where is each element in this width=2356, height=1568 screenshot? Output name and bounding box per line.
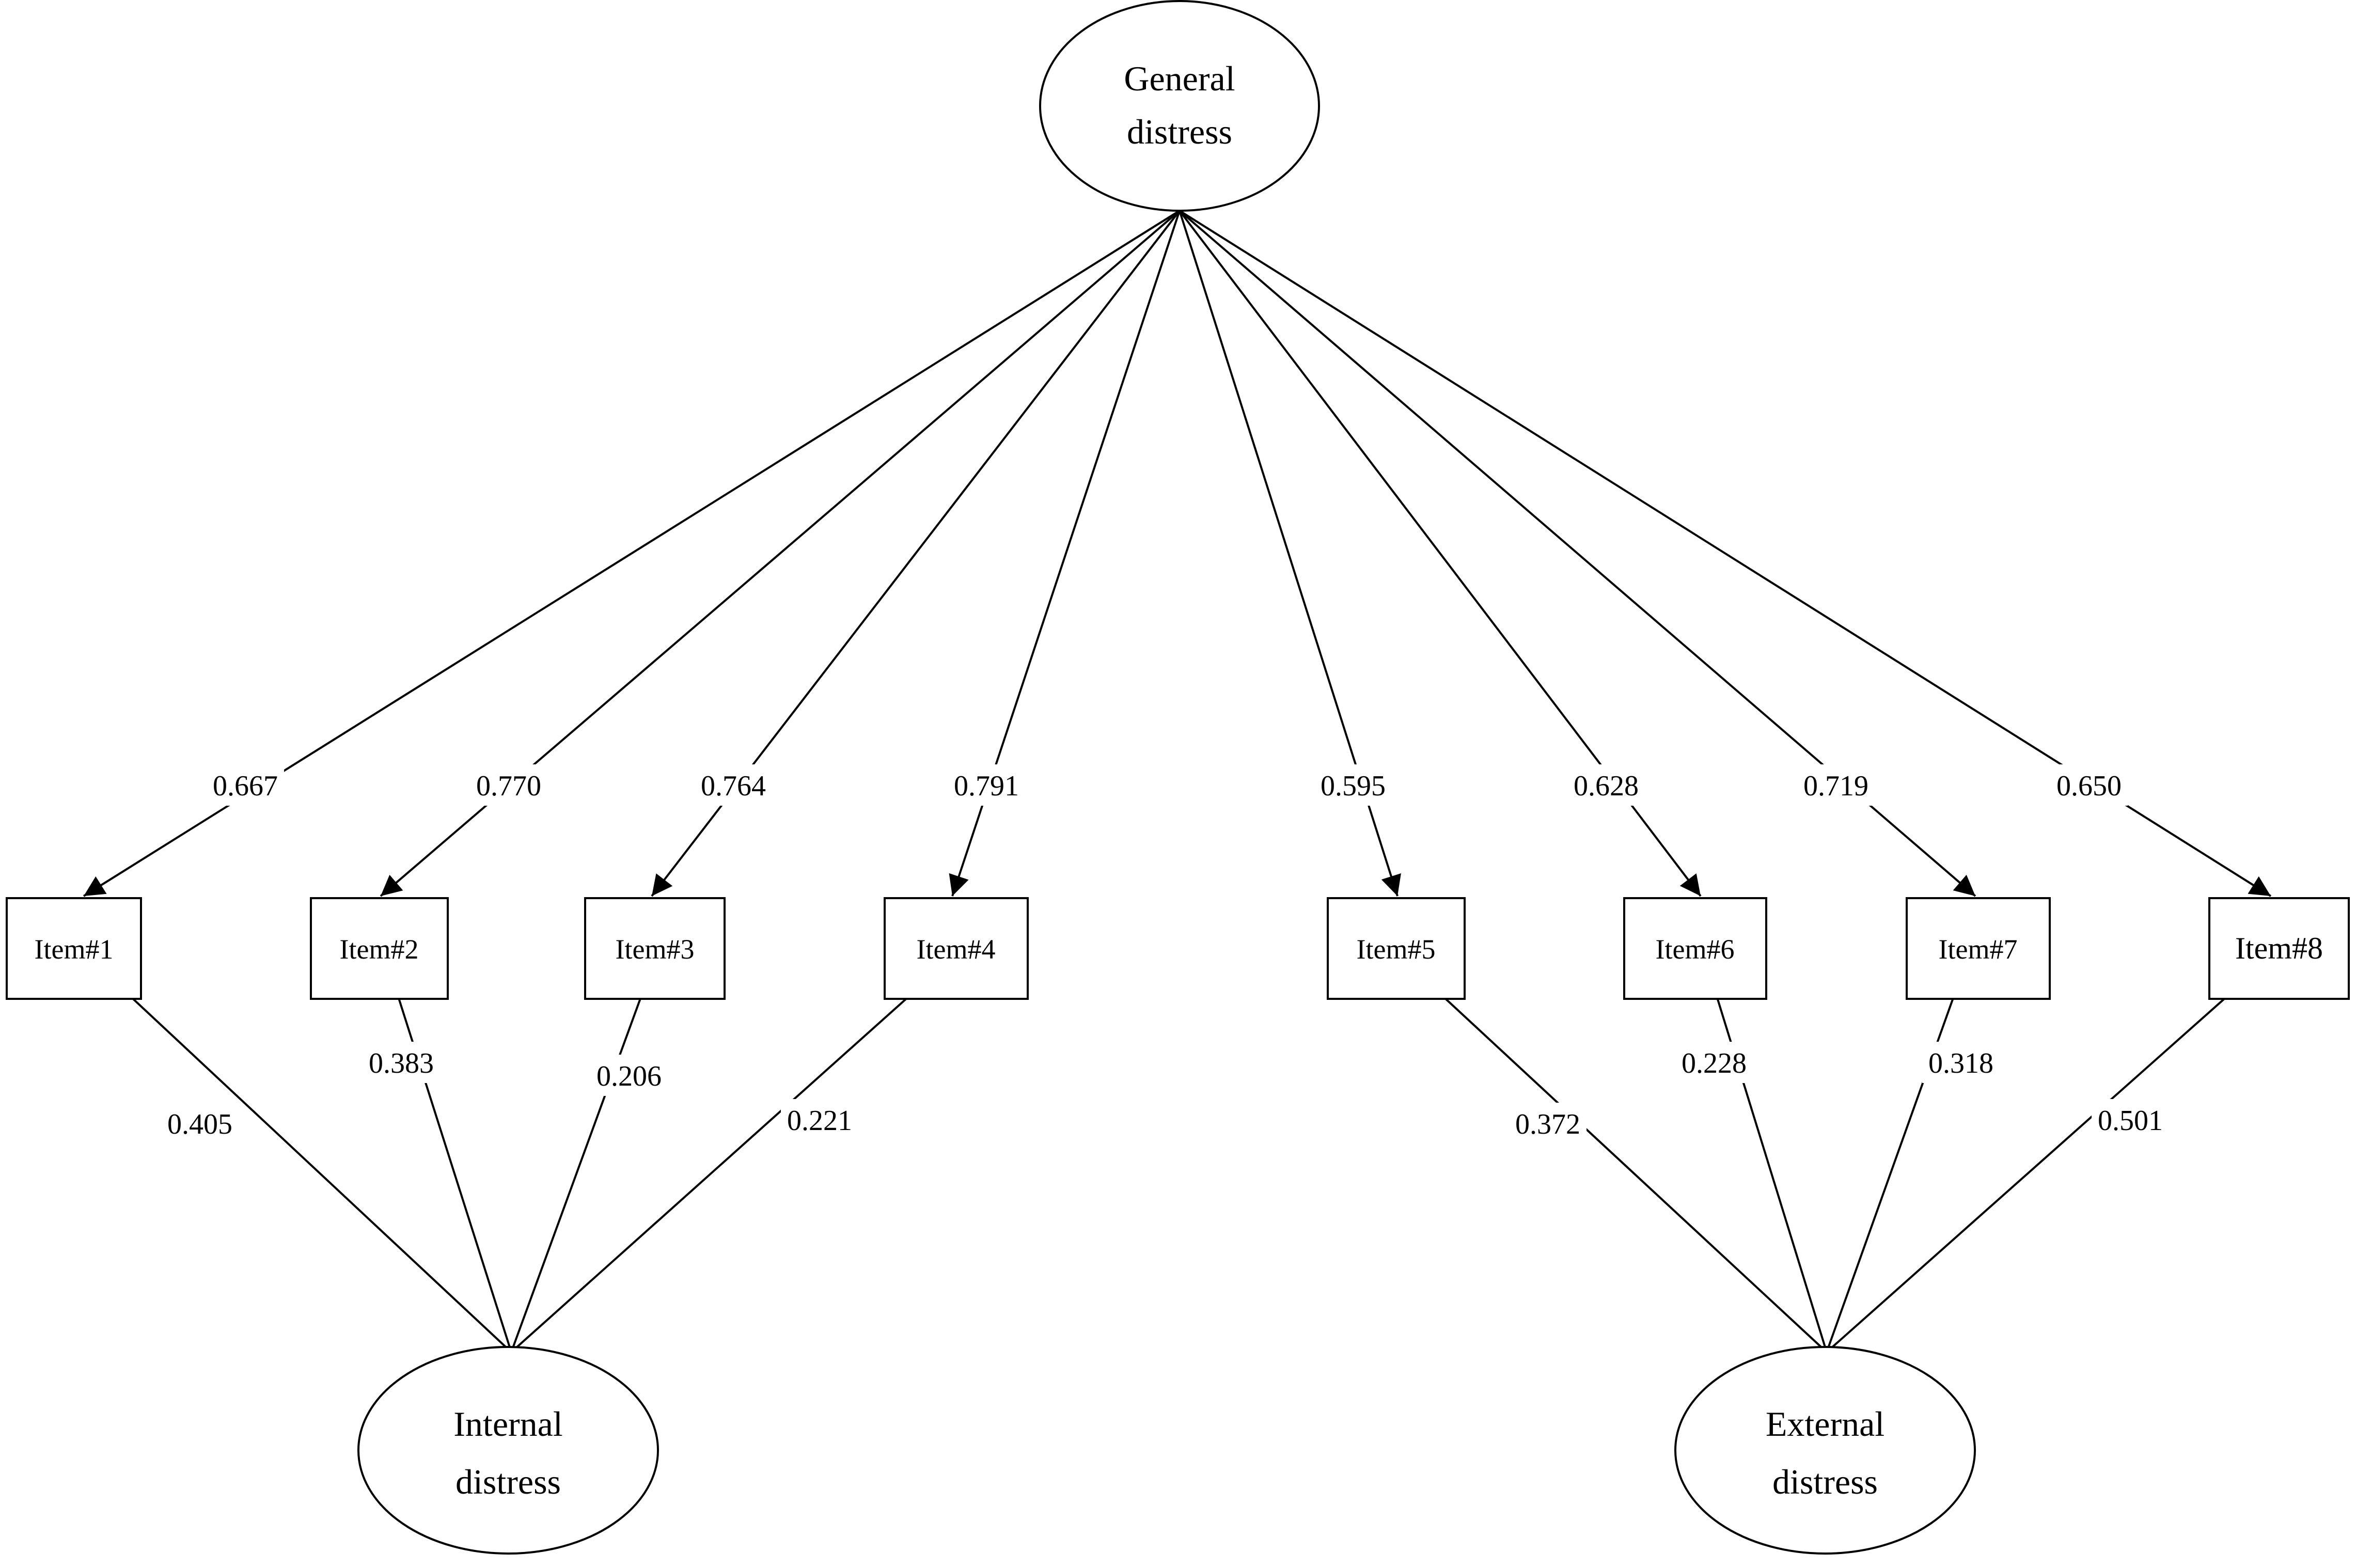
item-label-3: Item#3 [616, 934, 695, 965]
loading-external-item7: 0.318 [1928, 1047, 1993, 1079]
latent-general-distress: General distress [1039, 0, 1320, 212]
external-distress-label-line1: External [1766, 1404, 1884, 1444]
item-box-2: Item#2 [310, 897, 449, 1000]
general-paths [83, 210, 2272, 897]
internal-paths [88, 957, 953, 1353]
item-box-3: Item#3 [584, 897, 726, 1000]
internal-distress-ellipse [357, 1346, 659, 1555]
loading-general-item5: 0.595 [1321, 770, 1386, 802]
loading-general-item1: 0.667 [213, 770, 278, 802]
loading-external-item8: 0.501 [2098, 1105, 2163, 1137]
loading-external-item6: 0.228 [1682, 1047, 1747, 1079]
general-distress-ellipse [1039, 0, 1320, 212]
loading-general-item3: 0.764 [701, 770, 766, 802]
internal-loading-labels: 0.405 0.383 0.206 0.221 [161, 1042, 858, 1144]
path-external-item7 [1826, 957, 1971, 1353]
external-paths [1400, 957, 2272, 1353]
general-loading-labels: 0.667 0.770 0.764 0.791 0.595 0.628 0.71… [207, 764, 2128, 806]
item-label-1: Item#1 [35, 934, 114, 965]
item-box-6: Item#6 [1623, 897, 1767, 1000]
latent-internal-distress: Internal distress [357, 1346, 659, 1555]
internal-distress-label-line2: distress [456, 1462, 561, 1501]
internal-distress-label-line1: Internal [453, 1404, 562, 1444]
path-external-item8 [1826, 957, 2272, 1353]
path-internal-item4 [510, 957, 953, 1353]
item-label-5: Item#5 [1357, 934, 1436, 965]
item-box-1: Item#1 [6, 897, 142, 1000]
external-distress-ellipse [1674, 1346, 1976, 1555]
loading-internal-item3: 0.206 [596, 1060, 662, 1092]
path-internal-item2 [382, 957, 512, 1353]
item-box-4: Item#4 [884, 897, 1029, 1000]
loading-internal-item2: 0.383 [369, 1047, 434, 1079]
item-box-8: Item#8 [2208, 897, 2350, 1000]
loading-general-item2: 0.770 [476, 770, 541, 802]
item-label-4: Item#4 [917, 934, 996, 965]
general-distress-label-line2: distress [1127, 112, 1232, 151]
loading-internal-item1: 0.405 [167, 1108, 232, 1140]
latent-external-distress: External distress [1674, 1346, 1976, 1555]
path-external-item6 [1701, 957, 1828, 1353]
item-label-2: Item#2 [340, 934, 419, 965]
observed-items: Item#1 Item#2 Item#3 Item#4 Item#5 Item#… [6, 897, 2350, 1000]
path-internal-item1 [88, 957, 512, 1353]
item-label-7: Item#7 [1939, 934, 2018, 965]
item-box-7: Item#7 [1906, 897, 2051, 1000]
loading-general-item4: 0.791 [954, 770, 1019, 802]
loading-general-item8: 0.650 [2056, 770, 2122, 802]
loading-general-item7: 0.719 [1803, 770, 1868, 802]
item-box-5: Item#5 [1327, 897, 1466, 1000]
general-distress-label-line1: General [1124, 59, 1235, 98]
external-loading-labels: 0.372 0.228 0.318 0.501 [1509, 1042, 2169, 1144]
path-external-item5 [1400, 957, 1828, 1353]
item-label-8: Item#8 [2235, 931, 2323, 965]
loading-internal-item4: 0.221 [787, 1105, 852, 1137]
item-label-6: Item#6 [1656, 934, 1735, 965]
loading-external-item5: 0.372 [1515, 1108, 1580, 1140]
external-distress-label-line2: distress [1772, 1462, 1878, 1501]
path-internal-item3 [510, 957, 658, 1353]
loading-general-item6: 0.628 [1574, 770, 1639, 802]
